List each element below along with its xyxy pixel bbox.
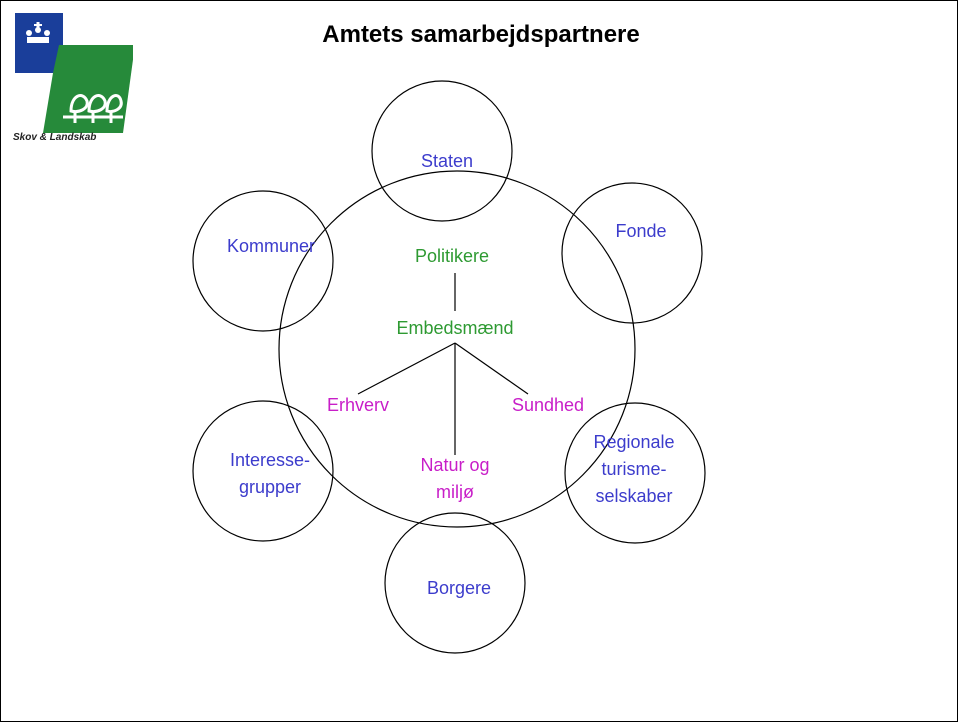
- page-title: Amtets samarbejdspartnere: [322, 21, 640, 48]
- line-to-erhverv: [357, 342, 456, 395]
- label-staten: Staten: [421, 151, 473, 171]
- label-politikere: Politikere: [415, 246, 489, 266]
- circle-borgere: [384, 512, 526, 654]
- label-regionale-line2: turisme-: [601, 459, 666, 479]
- circle-fonde: [561, 182, 703, 324]
- label-natur-line1: Natur og: [420, 455, 489, 475]
- sprouts-icon: [63, 94, 123, 123]
- crown-icon: [26, 22, 50, 43]
- label-interesse-line2: grupper: [239, 477, 301, 497]
- circle-regionale: [564, 402, 706, 544]
- label-fonde: Fonde: [615, 221, 666, 241]
- label-embedsmaend: Embedsmænd: [396, 318, 513, 338]
- label-interesse-line1: Interesse-: [230, 450, 310, 470]
- label-regionale-line1: Regionale: [593, 432, 674, 452]
- label-regionale-line3: selskaber: [595, 486, 672, 506]
- label-kommuner: Kommuner: [227, 236, 315, 256]
- circle-kommuner: [192, 190, 334, 332]
- skov-landskab-logo: [15, 13, 133, 133]
- logo-caption: Skov & Landskab: [13, 132, 97, 143]
- label-borgere: Borgere: [427, 578, 491, 598]
- label-natur-line2: miljø: [436, 482, 474, 502]
- circle-staten: [371, 80, 513, 222]
- circle-interessegrupper: [192, 400, 334, 542]
- central-circle: [278, 170, 636, 528]
- label-erhverv: Erhverv: [327, 395, 389, 415]
- label-sundhed: Sundhed: [512, 395, 584, 415]
- line-to-sundhed: [454, 342, 529, 395]
